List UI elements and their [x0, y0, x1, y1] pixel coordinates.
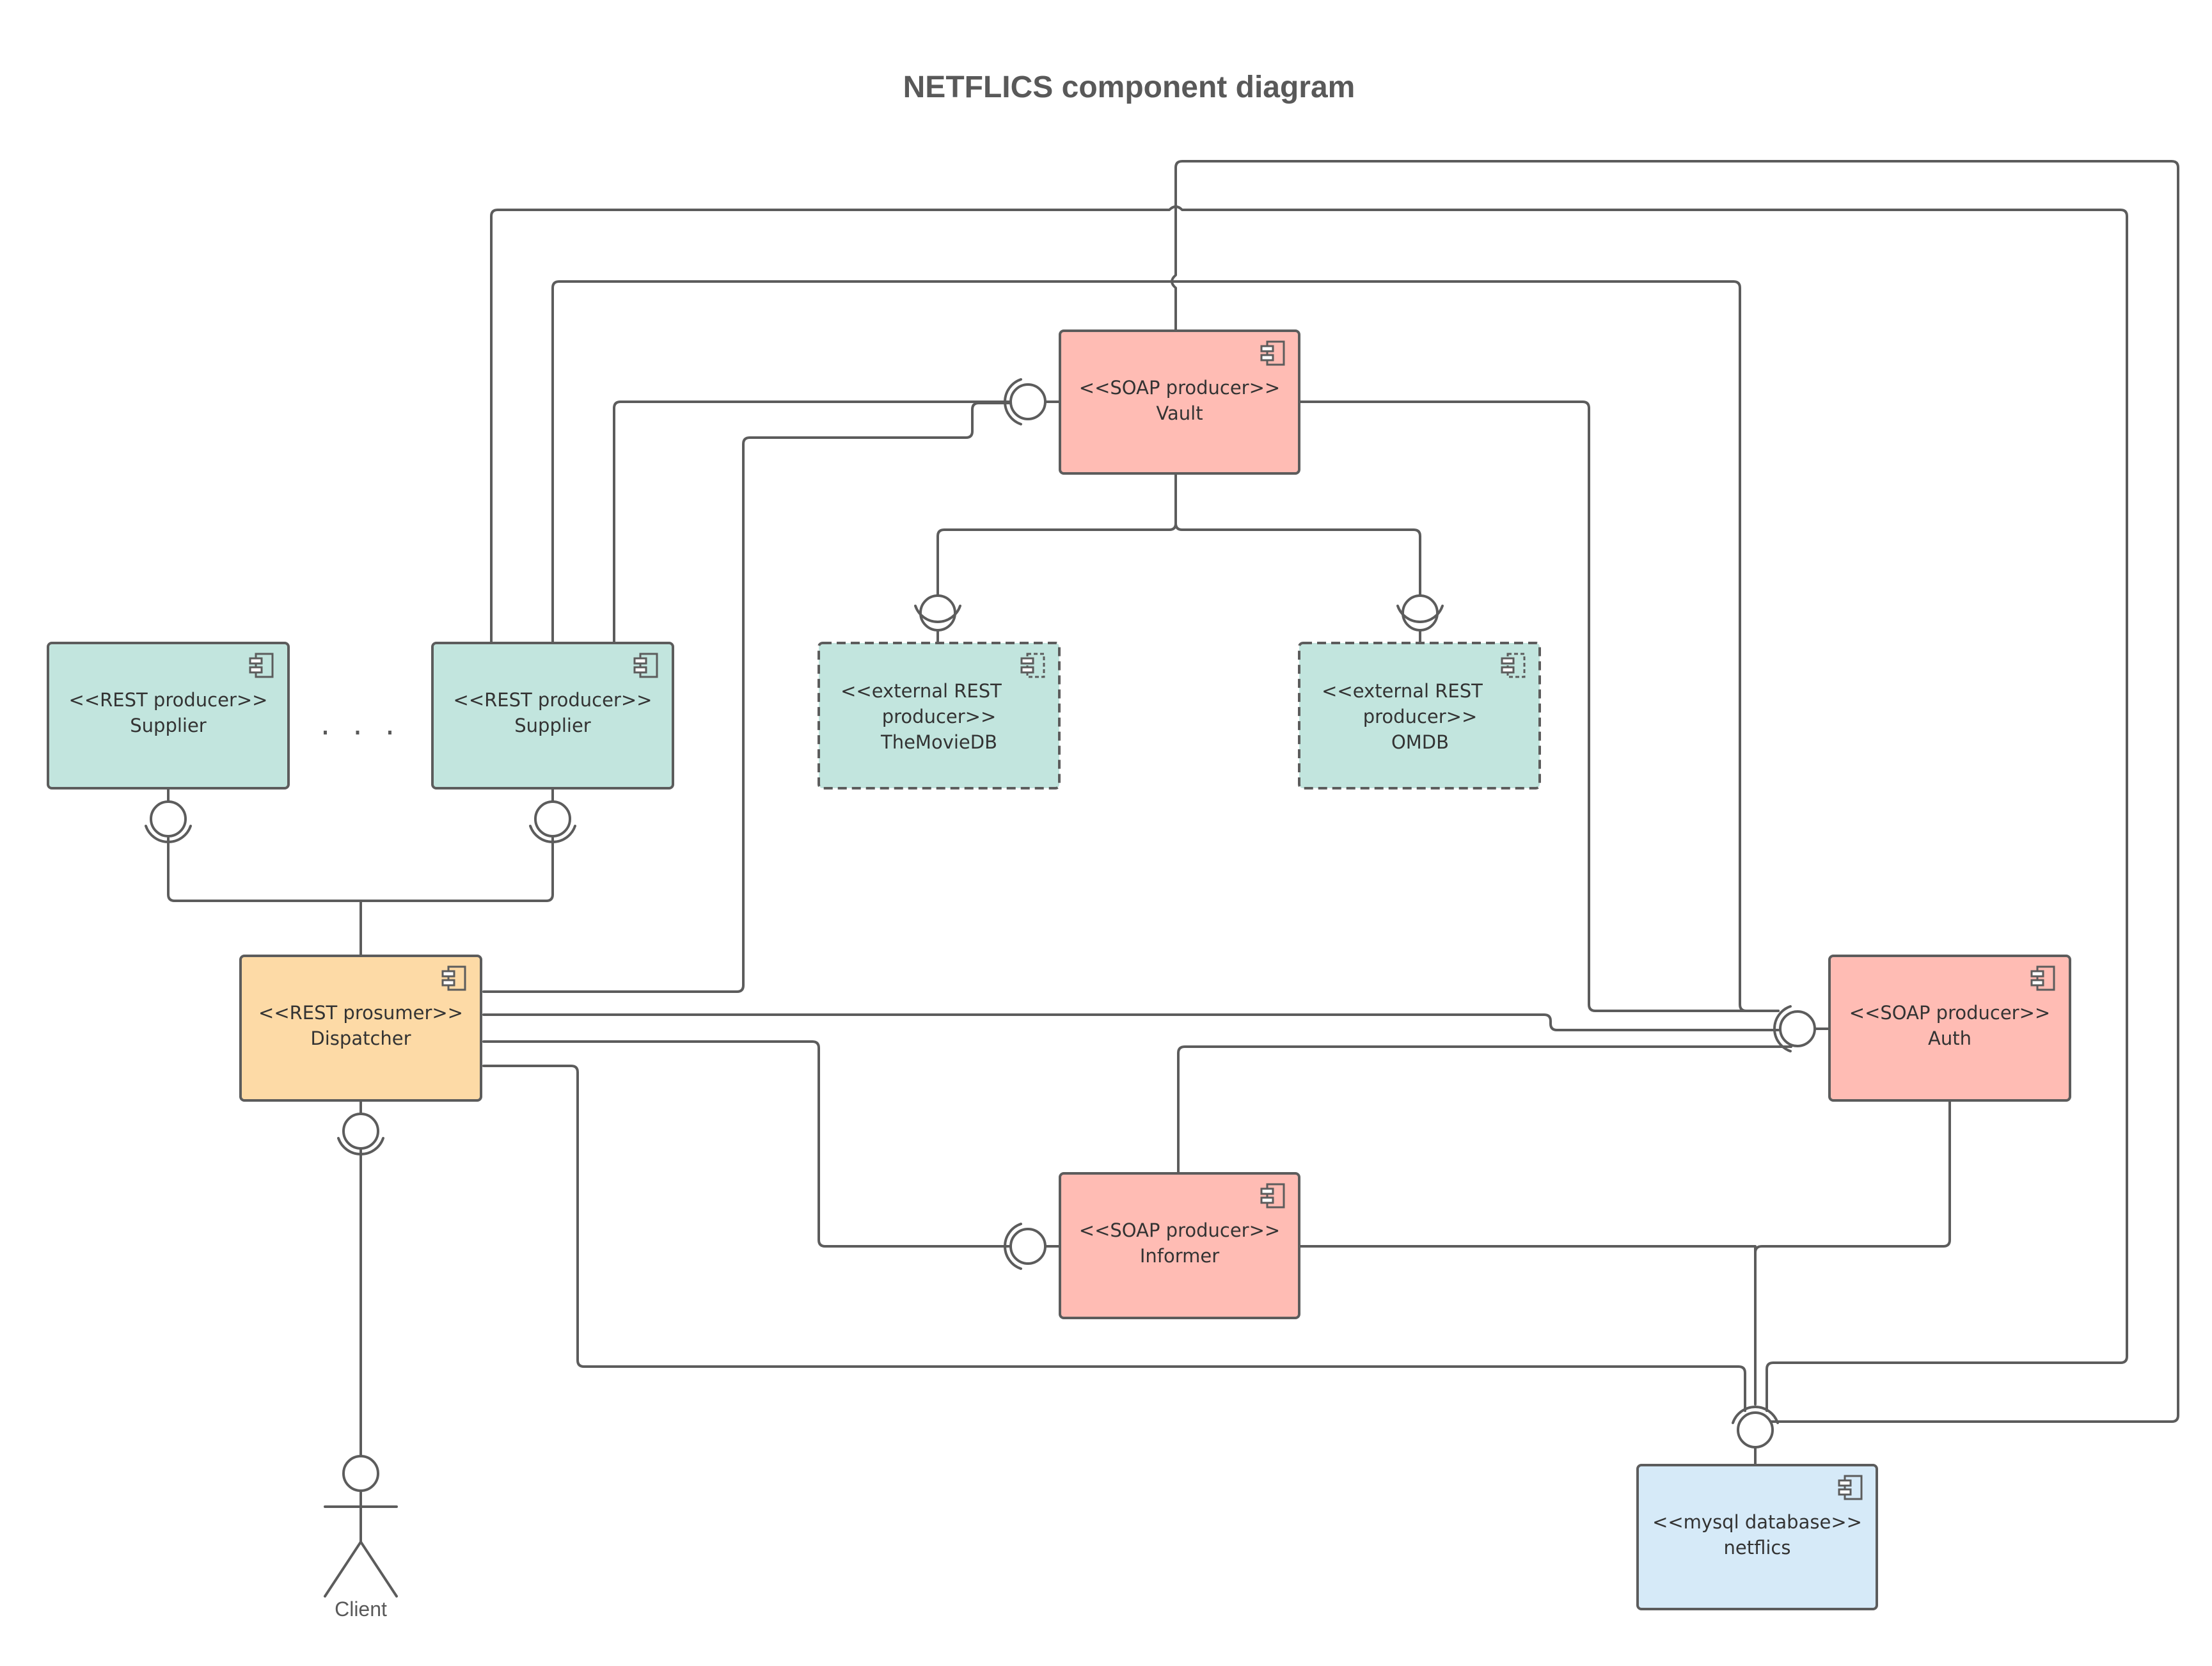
themoviedb-stereotype-line1: <<external REST	[841, 680, 1002, 702]
omdb-stereotype-line2: producer>>	[1363, 706, 1478, 727]
connector-vault-to-db	[1171, 160, 2179, 1423]
vault-stereotype: <<SOAP producer>>	[1079, 377, 1280, 399]
omdb-name: OMDB	[1391, 731, 1449, 753]
informer-name: Informer	[1140, 1245, 1219, 1267]
actor-client-label: Client	[335, 1598, 387, 1621]
connector-supplier-to-db	[490, 205, 2128, 1412]
actor-head	[342, 1455, 379, 1492]
supplier-2-interface	[529, 800, 576, 843]
omdb-interface	[1396, 594, 1444, 631]
themoviedb-name: TheMovieDB	[880, 731, 997, 753]
netflics-interface	[1732, 1406, 1779, 1448]
connector-auth-to-db	[1754, 1099, 1951, 1254]
dispatcher-interface	[337, 1113, 384, 1155]
vault-interface	[1004, 378, 1047, 425]
auth-stereotype: <<SOAP producer>>	[1849, 1002, 2050, 1024]
more-suppliers-ellipsis: . . .	[320, 706, 401, 742]
supplier-2-stereotype: <<REST producer>>	[454, 689, 652, 711]
connector-supplier-to-auth	[551, 280, 1780, 1012]
supplier-1-name: Supplier	[130, 715, 207, 736]
auth-interface	[1773, 1005, 1816, 1052]
dispatcher-name: Dispatcher	[310, 1027, 411, 1049]
component-auth[interactable]: <<SOAP producer>> Auth	[1828, 955, 2071, 1102]
connector-dispatcher-to-informer	[482, 1040, 1027, 1248]
actor-client[interactable]: Client	[324, 1455, 398, 1621]
actor-body	[324, 1489, 398, 1598]
connector-informer-to-auth	[1177, 1045, 1792, 1175]
netflics-db-stereotype: <<mysql database>>	[1652, 1511, 1862, 1533]
supplier-2-name: Supplier	[514, 715, 591, 736]
component-supplier-1[interactable]: <<REST producer>> Supplier	[47, 642, 290, 789]
connector-dispatcher-to-db	[482, 1065, 1746, 1412]
component-netflics-db[interactable]: <<mysql database>> netflics	[1636, 1464, 1878, 1610]
connector-informer-to-db	[1298, 1245, 1757, 1406]
supplier-1-stereotype: <<REST producer>>	[69, 689, 268, 711]
connector-vault-to-externals	[936, 472, 1421, 603]
connector-suppliers-to-dispatcher	[167, 837, 554, 957]
supplier-1-interface	[145, 800, 192, 843]
omdb-stereotype-line1: <<external REST	[1322, 680, 1483, 702]
vault-name: Vault	[1156, 402, 1203, 424]
component-dispatcher[interactable]: <<REST prosumer>> Dispatcher	[239, 955, 482, 1102]
themoviedb-interface	[914, 594, 961, 631]
informer-interface	[1004, 1223, 1047, 1270]
component-supplier-2[interactable]: <<REST producer>> Supplier	[431, 642, 674, 789]
connector-vault-to-auth	[1298, 401, 1780, 1012]
informer-stereotype: <<SOAP producer>>	[1079, 1219, 1280, 1241]
component-omdb[interactable]: <<external REST producer>> OMDB	[1298, 642, 1541, 789]
diagram-title: NETFLICS component diagram	[903, 70, 1355, 104]
interfaces	[145, 378, 1816, 1448]
netflics-db-name: netflics	[1724, 1537, 1791, 1559]
component-informer[interactable]: <<SOAP producer>> Informer	[1059, 1172, 1300, 1319]
auth-name: Auth	[1928, 1027, 1971, 1049]
dispatcher-stereotype: <<REST prosumer>>	[258, 1002, 463, 1024]
connector-dispatcher-to-vault	[482, 402, 1027, 993]
connector-dispatcher-to-auth	[482, 1013, 1780, 1031]
themoviedb-stereotype-line2: producer>>	[882, 706, 997, 727]
connector-supplier-to-vault	[613, 401, 1027, 644]
connectors	[167, 160, 2179, 1466]
component-vault[interactable]: <<SOAP producer>> Vault	[1059, 329, 1300, 475]
component-themoviedb[interactable]: <<external REST producer>> TheMovieDB	[818, 642, 1061, 789]
